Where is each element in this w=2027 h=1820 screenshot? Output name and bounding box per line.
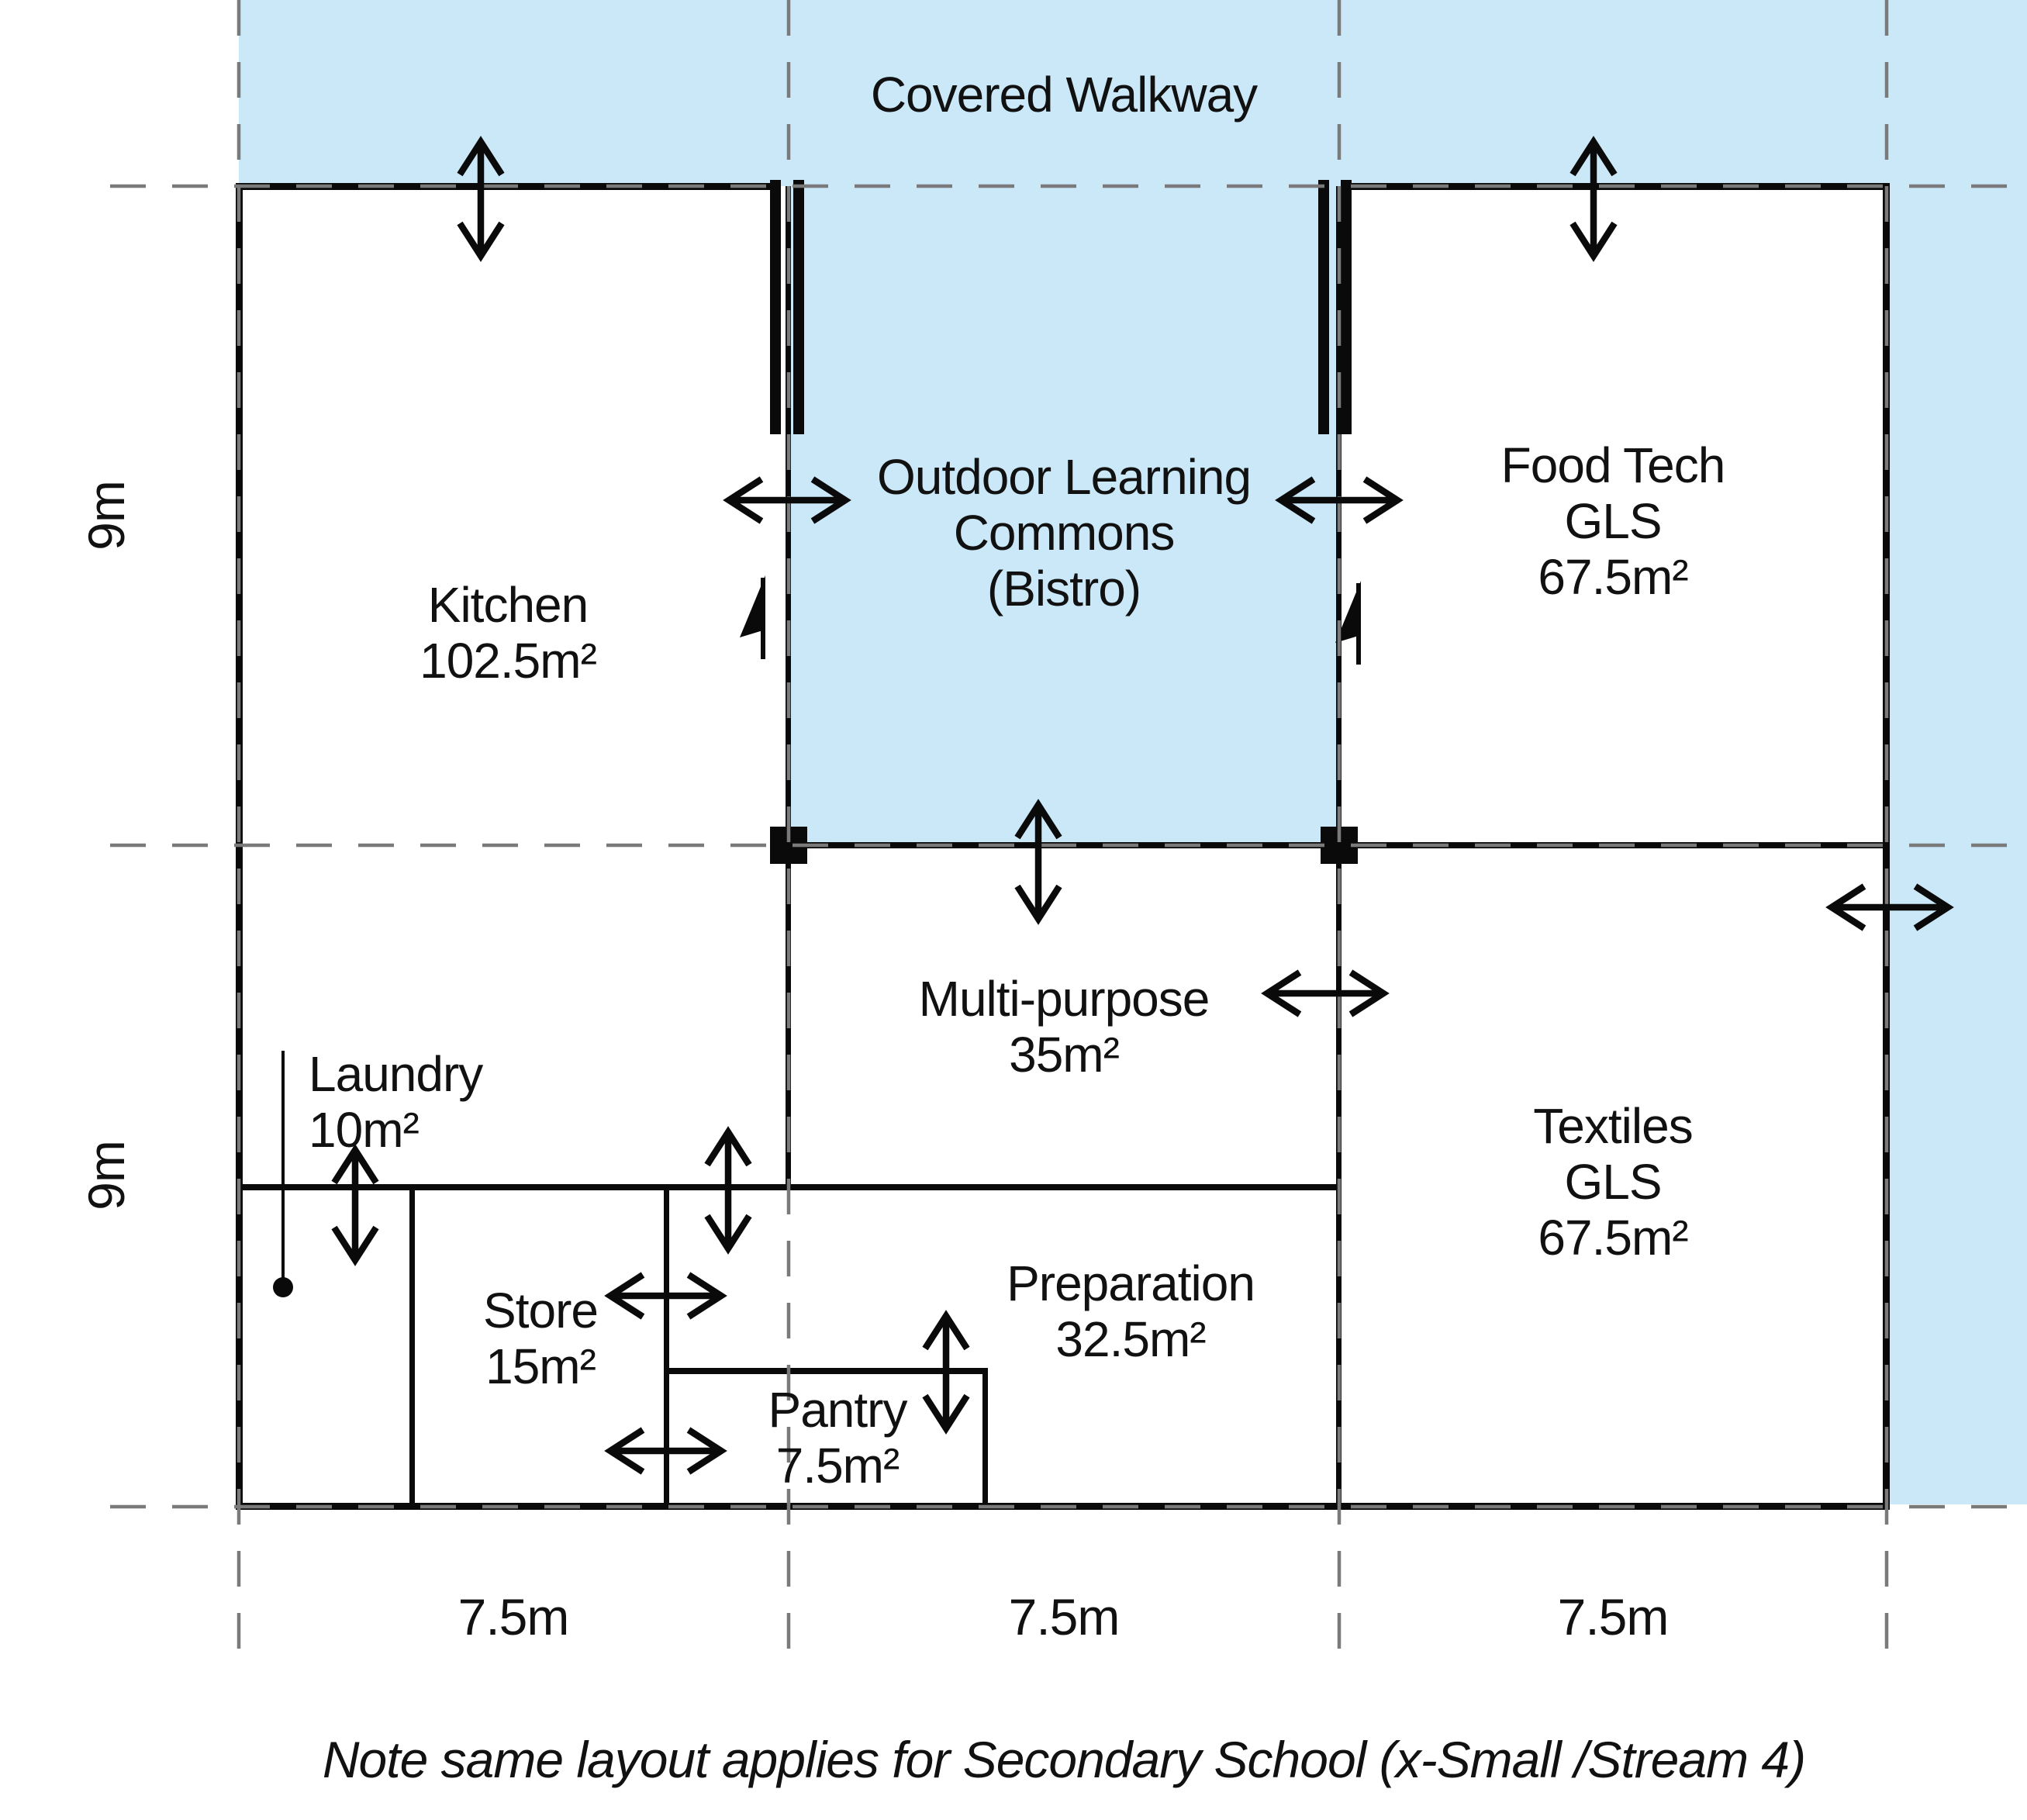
- laundry-area-label: 10m²: [309, 1102, 420, 1158]
- multipurpose-area-label: 35m²: [1009, 1027, 1120, 1083]
- door-arrow-icon: [457, 136, 505, 262]
- door-arrow-icon: [1261, 969, 1390, 1017]
- door-arrow-icon: [1014, 799, 1062, 925]
- commons-foodtech-door-panel-icon: [1318, 180, 1329, 434]
- kitchen-commons-door-panel-icon: [793, 180, 804, 434]
- store-preparation-wall: [664, 1187, 669, 1507]
- laundry-store-wall: [409, 1187, 415, 1507]
- foodtech-label-2: GLS: [1564, 493, 1661, 549]
- door-arrow-icon: [1275, 476, 1404, 524]
- dim-bottom-middle: 7.5m: [1009, 1588, 1120, 1646]
- outer-wall-right: [1883, 183, 1890, 1510]
- foodtech-label: Food Tech: [1501, 437, 1725, 493]
- kitchen-commons-door-panel-icon: [770, 180, 781, 434]
- laundry-leader: [273, 1051, 293, 1297]
- commons-label-3: (Bistro): [987, 561, 1141, 616]
- store-area-label: 15m²: [485, 1338, 596, 1394]
- foodtech-area-label: 67.5m²: [1538, 549, 1688, 605]
- commons-foodtech-door-panel-icon: [1341, 180, 1352, 434]
- door-arrow-icon: [1825, 883, 1954, 931]
- pantry-area-label: 7.5m²: [776, 1438, 900, 1494]
- door-arrow-icon: [331, 1144, 379, 1266]
- textiles-label: Textiles: [1533, 1098, 1692, 1154]
- preparation-label: Preparation: [1007, 1255, 1255, 1311]
- multipurpose-label: Multi-purpose: [919, 971, 1210, 1027]
- gridlines: [110, 0, 2027, 1675]
- door-arrow-icon: [604, 1427, 727, 1475]
- door-arrow-icon: [922, 1310, 970, 1435]
- textiles-area-label: 67.5m²: [1538, 1210, 1688, 1266]
- door-arrow-icon: [704, 1126, 752, 1255]
- door-leaf-icon: [740, 575, 765, 637]
- pantry-label: Pantry: [768, 1382, 908, 1438]
- leader-dot-icon: [273, 1277, 293, 1297]
- dim-bottom-left: 7.5m: [458, 1588, 569, 1646]
- footnote: Note same layout applies for Secondary S…: [323, 1731, 1805, 1788]
- labels: Covered Walkway Kitchen 102.5m² Outdoor …: [309, 67, 1725, 1494]
- outdoor-commons-area: [791, 186, 1339, 845]
- kitchen-area-label: 102.5m²: [420, 633, 596, 689]
- commons-label: Outdoor Learning: [877, 449, 1251, 505]
- dim-left-bottom: 9m: [78, 1141, 135, 1210]
- store-label: Store: [483, 1283, 598, 1338]
- dim-bottom-right: 7.5m: [1558, 1588, 1669, 1646]
- covered-walkway-label: Covered Walkway: [871, 67, 1258, 123]
- door-arrow-icon: [1569, 136, 1618, 262]
- laundry-label: Laundry: [309, 1046, 483, 1102]
- commons-label-2: Commons: [954, 505, 1175, 561]
- door-arrow-icon: [604, 1272, 727, 1320]
- pantry-right-wall: [982, 1368, 988, 1507]
- door-leafs: [740, 575, 1361, 665]
- dimension-labels: 9m 9m 7.5m 7.5m 7.5m: [78, 481, 1669, 1646]
- walkway-top-band: [239, 0, 2027, 186]
- preparation-area-label: 32.5m²: [1055, 1311, 1206, 1367]
- door-arrows: [331, 136, 1954, 1475]
- kitchen-label: Kitchen: [428, 577, 588, 633]
- textiles-label-2: GLS: [1564, 1154, 1661, 1210]
- door-leaf-icon: [1335, 581, 1361, 643]
- sliding-door-panels: [770, 180, 1352, 434]
- dim-left-top: 9m: [78, 481, 135, 551]
- pantry-top-wall: [667, 1368, 988, 1374]
- door-arrow-icon: [723, 476, 851, 524]
